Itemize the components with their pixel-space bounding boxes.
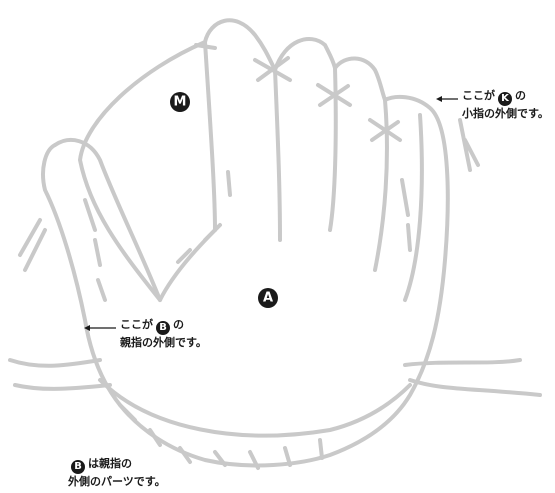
marker-m: M <box>170 92 190 112</box>
note-b-pre: ここが <box>120 318 153 331</box>
svg-text:A: A <box>263 291 273 306</box>
note-k-pre: ここが <box>462 89 495 102</box>
pointer-k-arrow <box>436 96 458 102</box>
svg-text:M: M <box>174 95 187 110</box>
note-k-line2: 小指の外側です。 <box>462 106 549 122</box>
pointer-b-arrow <box>84 325 116 331</box>
note-b-line2: 親指の外側です。 <box>120 335 207 351</box>
legend-line1: は親指の <box>88 457 132 470</box>
badge-k: K <box>498 92 512 106</box>
badge-b: B <box>156 321 170 335</box>
marker-a: A <box>258 288 278 308</box>
legend-badge-b: B <box>71 460 85 474</box>
note-b-post: の <box>173 318 184 331</box>
note-k-post: の <box>515 89 526 102</box>
legend-line2: 外側のパーツです。 <box>68 474 166 490</box>
glove-outline <box>10 20 540 468</box>
